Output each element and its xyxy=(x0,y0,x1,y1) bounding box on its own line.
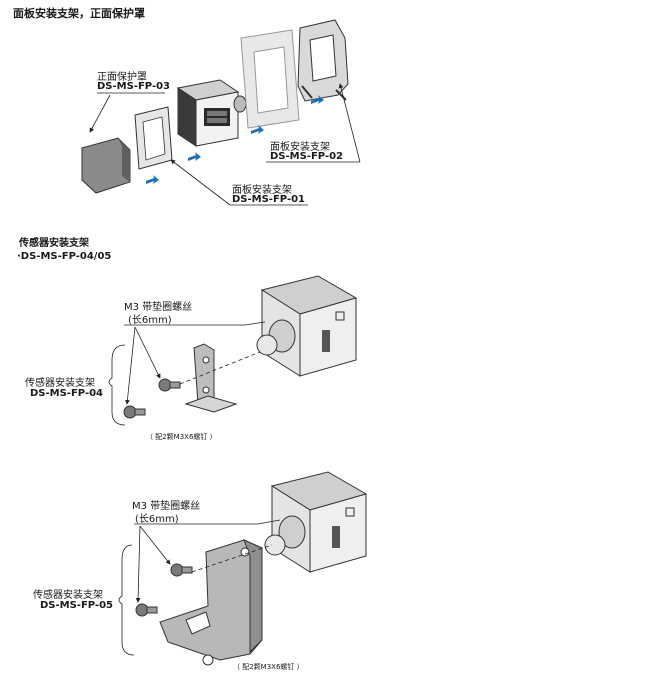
sensor-illustration-top xyxy=(176,79,247,147)
panel-bracket-a-name: 面板安装支架 xyxy=(270,142,330,153)
screws-fp04 xyxy=(123,378,181,419)
bracket-fp05-illustration xyxy=(159,539,263,666)
fp05-bracket-name: 传感器安装支架 xyxy=(33,590,103,601)
screws-fp05 xyxy=(135,563,193,617)
fp04-screw-size: (长6mm) xyxy=(128,315,172,326)
fp04-screw-label: M3 带垫圈螺丝 xyxy=(124,302,193,313)
section1-heading: 面板安装支架，正面保护罩 xyxy=(13,7,145,20)
arrows-blue xyxy=(146,95,324,184)
fp04-note: （ 配2颗M3X6螺钉 ） xyxy=(146,433,217,441)
fp04-bracket-name: 传感器安装支架 xyxy=(25,378,95,389)
front-cover-part-no: DS-MS-FP-03 xyxy=(97,81,171,92)
section2-subheading: ·DS-MS-FP-04/05 xyxy=(17,251,112,262)
fp05-screw-size: (长6mm) xyxy=(135,514,179,525)
sensor-illustration-fp05 xyxy=(264,471,368,573)
section2-heading: 传感器安装支架 xyxy=(19,238,89,249)
fp05-bracket-part: DS-MS-FP-05 xyxy=(40,600,114,611)
fp04-bracket-part: DS-MS-FP-04 xyxy=(30,388,104,399)
panel-bracket-b-part-no: DS-MS-FP-01 xyxy=(232,194,306,205)
sensor-illustration-fp04 xyxy=(256,275,358,377)
fp05-screw-label: M3 带垫圈螺丝 xyxy=(132,501,201,512)
panel-bracket-b-name: 面板安装支架 xyxy=(232,185,292,196)
front-cover-name: 正面保护罩 xyxy=(97,72,147,83)
fp05-note: （ 配2颗M3X6螺钉 ） xyxy=(233,663,304,671)
bracket-fp04-illustration xyxy=(184,343,238,413)
panel-bracket-a-part-no: DS-MS-FP-02 xyxy=(270,151,344,162)
panel-bracket-illustration xyxy=(297,19,349,102)
panel-illustration xyxy=(240,29,300,129)
front-frame-illustration xyxy=(134,106,173,170)
front-cover-illustration xyxy=(81,137,131,194)
